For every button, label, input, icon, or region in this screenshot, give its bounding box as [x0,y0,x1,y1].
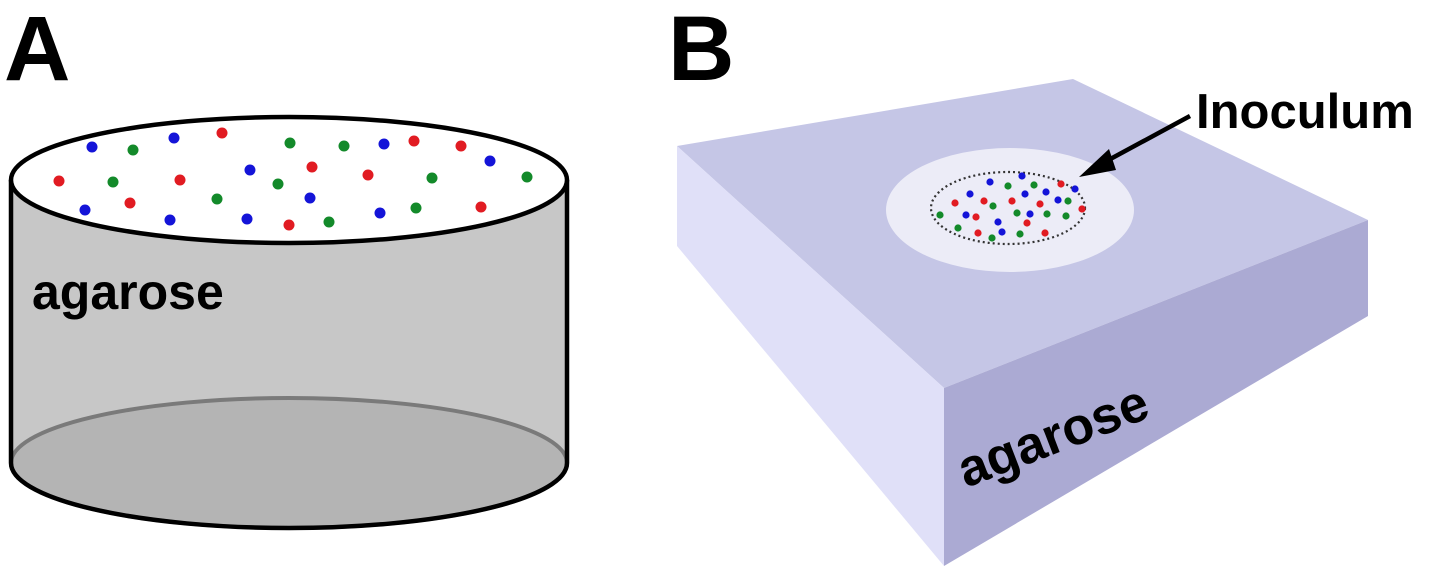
bacteria-dot [1026,210,1034,218]
arrow-head [1079,149,1116,177]
cylinder-top-surface [8,114,570,246]
bacteria-dot [962,211,970,219]
panel-b-letter: B [668,0,734,100]
bacteria-dot [966,190,974,198]
bacteria-dot [362,169,374,181]
bacteria-dot [426,172,438,184]
bacteria-dot [1062,212,1070,220]
bacteria-dot [1041,229,1049,237]
bacteria-dot [1013,209,1021,217]
bacteria-dot [1016,230,1024,238]
bacteria-dot [127,144,139,156]
slab-front-face [944,220,1368,566]
cylinder-outline [8,180,570,531]
bacteria-dot [174,174,186,186]
bacteria-dot [378,138,390,150]
bacteria-dot [988,234,996,242]
panel-a-letter: A [4,0,70,100]
bacteria-dot [410,202,422,214]
bacteria-dot [1071,185,1079,193]
bacteria-dot [323,216,335,228]
bacteria-dot [972,213,980,221]
bacteria-dot [951,199,959,207]
bacteria-dot [338,140,350,152]
slab-left-face [677,146,944,566]
bacteria-dot [1078,205,1086,213]
bacteria-dot [408,135,420,147]
bacteria-dot [1042,188,1050,196]
bacteria-dot [283,219,295,231]
bacteria-dot [164,214,176,226]
bacteria-dot [244,164,256,176]
bacteria-dot [455,140,467,152]
bacteria-dot [168,132,180,144]
bacteria-dot [374,207,386,219]
bacteria-dot [484,155,496,167]
bacteria-dot [211,193,223,205]
bacteria-dot [1057,180,1065,188]
bacteria-dot [1008,197,1016,205]
arrow-shaft [1101,114,1192,165]
bacteria-dot [216,127,228,139]
bacteria-dot [53,175,65,187]
bacteria-dot [521,171,533,183]
cylinder-bacteria-dots [53,127,533,231]
bacteria-dot [974,229,982,237]
bacteria-dot [107,176,119,188]
bacteria-dot [304,192,316,204]
bacteria-dot [1064,197,1072,205]
bacteria-dot [989,202,997,210]
bacteria-dot [1043,210,1051,218]
bacteria-dot [986,178,994,186]
bacteria-dot [86,141,98,153]
panel-b: B [668,0,1414,566]
bacteria-dot [1036,200,1044,208]
bacteria-dot [1054,196,1062,204]
inoculum-bacteria-dots [936,172,1086,242]
bacteria-dot [1018,172,1026,180]
bacteria-dot [936,211,944,219]
bacteria-dot [1030,181,1038,189]
inoculum-label: Inoculum [1196,85,1414,139]
bacteria-dot [284,137,296,149]
bacteria-dot [998,228,1006,236]
bacteria-dot [241,213,253,225]
panel-a: A [4,0,570,531]
bacteria-dot [306,161,318,173]
bacteria-dot [980,197,988,205]
bacteria-dot [79,204,91,216]
bacteria-dot [272,178,284,190]
bacteria-dot [1004,182,1012,190]
inoculum-spot [886,148,1134,272]
bacteria-dot [124,197,136,209]
bacteria-dot [1023,219,1031,227]
bacteria-dot [1021,190,1029,198]
bacteria-dot [475,201,487,213]
panel-a-agarose-label: agarose [32,264,224,320]
inoculum-arrow [1079,114,1192,177]
agarose-cylinder [8,114,570,531]
bacteria-dot [994,218,1002,226]
bacteria-dot [954,224,962,232]
